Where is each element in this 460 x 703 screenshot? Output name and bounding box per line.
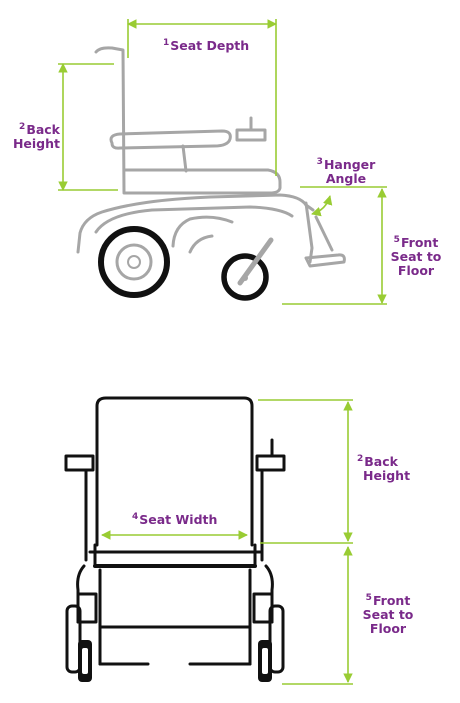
front-chassis: [98, 568, 252, 629]
side-chassis: [76, 193, 315, 254]
side-front-seat-to-floor-label: 5Front Seat to Floor: [390, 235, 442, 278]
side-dimensions: [58, 19, 387, 305]
side-front-fender: [188, 234, 214, 254]
side-front-caster: [221, 237, 274, 301]
front-seat-box: [93, 543, 257, 568]
side-rear-fender: [171, 215, 234, 248]
seat-width-label: 4Seat Width: [132, 512, 218, 527]
front-left-wheel: [65, 604, 92, 682]
side-rear-wheel: [98, 226, 170, 298]
side-view-wheelchair: [76, 46, 346, 268]
front-left-armrest: [64, 454, 95, 472]
side-chassis-inner: [94, 205, 294, 234]
front-backrest: [95, 396, 254, 547]
side-armrest: [109, 129, 232, 150]
side-armrest-support: [181, 144, 188, 173]
front-left-side-box: [76, 592, 98, 624]
front-lower-frame: [76, 564, 274, 624]
side-seat-cushion: [122, 168, 282, 195]
front-right-side-box: [252, 592, 274, 624]
front-front-seat-to-floor-label: 5Front Seat to Floor: [362, 593, 414, 636]
side-backrest-post: [94, 46, 126, 194]
front-view-wheelchair: [64, 396, 286, 666]
hanger-angle-label: 3Hanger Angle: [316, 157, 376, 186]
side-footrest-pivot: [314, 215, 334, 252]
front-right-wheel: [258, 604, 285, 682]
side-footrest-hanger: [304, 201, 314, 264]
side-joystick: [235, 128, 267, 142]
hanger-angle-arc: [311, 195, 333, 217]
side-back-height-label: 2Back Height: [12, 122, 60, 151]
front-right-armrest: [255, 454, 286, 472]
front-dimensions: [101, 399, 353, 685]
side-footplate: [304, 253, 346, 268]
front-back-height-label: 2Back Height: [357, 454, 411, 483]
seat-depth-label: 1Seat Depth: [163, 38, 250, 53]
